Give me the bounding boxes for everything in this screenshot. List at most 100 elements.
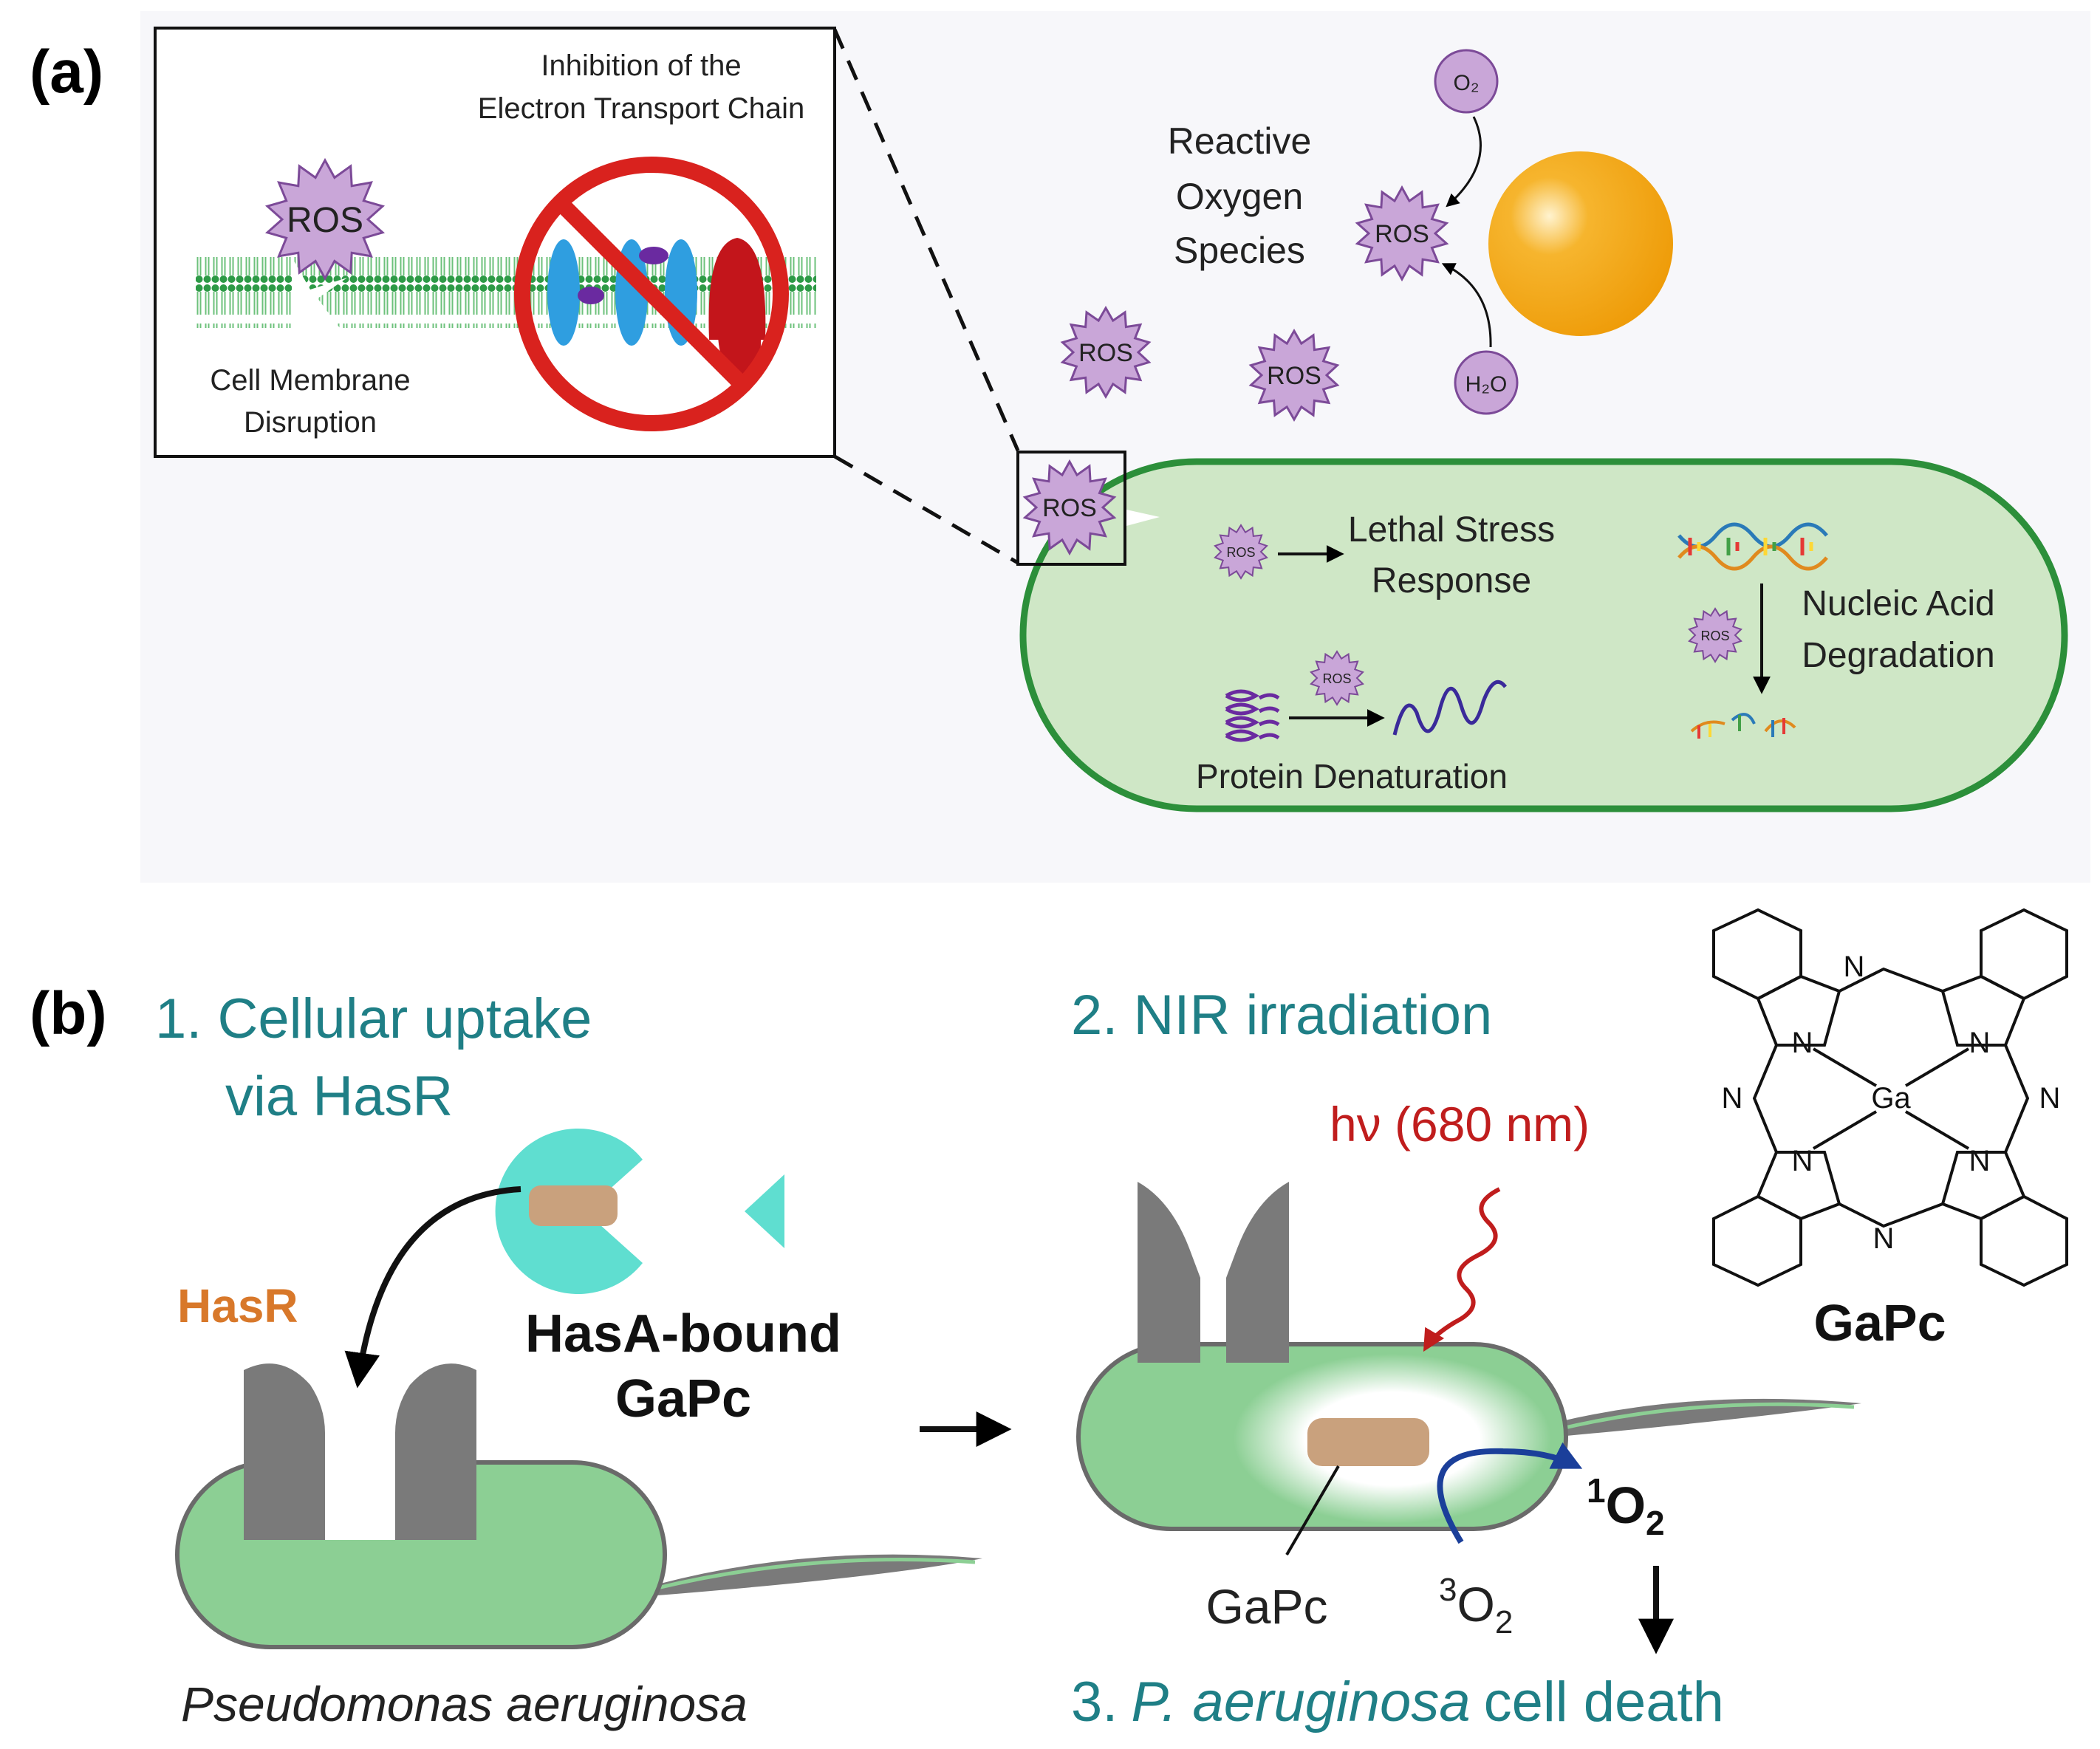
hasr-receptor-right-b [1226, 1182, 1289, 1363]
inset-ros-label: ROS [287, 201, 363, 240]
n-atom-right: N [2039, 1082, 2061, 1115]
n-atom-br: N [1969, 1145, 1991, 1177]
ros-star-generated: ROS [1355, 185, 1449, 282]
membrane-inset: Inhibition of the Electron Transport Cha… [154, 27, 836, 458]
reactive-label-line3: Species [1174, 230, 1305, 271]
hasa-tail [745, 1174, 784, 1248]
pyrrole-tl [1756, 974, 1841, 1047]
aza-bridge-top [1839, 967, 1943, 993]
prohibition-circle-icon [514, 157, 789, 431]
pyrrole-tr [1940, 974, 2026, 1047]
panel-a-label: (a) [30, 38, 103, 106]
ros-star-shape [1355, 185, 1449, 282]
nucleic-label-line2: Degradation [1802, 636, 1995, 675]
n-atom-top: N [1844, 951, 1865, 983]
ros-label-generated: ROS [1375, 220, 1429, 248]
atp-synthase-body [708, 238, 766, 340]
triplet-oxygen: 3O2 [1439, 1572, 1513, 1640]
ros-star-shape [1248, 328, 1340, 422]
species-label: Pseudomonas aeruginosa [181, 1677, 748, 1731]
singlet-oxygen-superscript: 1 [1587, 1471, 1606, 1510]
flagellum-right-highlight [1558, 1402, 1855, 1431]
zoom-line-top [832, 29, 1020, 451]
gapc-in-hasa [529, 1185, 618, 1226]
n-atom-bl: N [1792, 1145, 1813, 1177]
step1-line1: 1. Cellular uptake [155, 988, 592, 1050]
aza-bridge-bottom [1839, 1202, 1943, 1228]
ros-label-protein: ROS [1322, 671, 1351, 686]
pyrrole-bl [1756, 1151, 1841, 1221]
aza-bridge-right [2004, 1044, 2030, 1153]
ros-star-shape [1022, 459, 1117, 556]
dna-helix-icon [1677, 522, 1828, 571]
ga-bond-tl [1812, 1047, 1878, 1087]
singlet-oxygen: 1O2 [1587, 1471, 1665, 1542]
o2-to-ros-arrow [1446, 116, 1482, 208]
ros-label-nucleic: ROS [1700, 629, 1729, 643]
ros-label-stress: ROS [1226, 545, 1255, 560]
n-atom-tl: N [1792, 1027, 1813, 1059]
ros-star-at-membrane: ROS [1022, 459, 1117, 556]
benzene-ring-br [1980, 1194, 2068, 1287]
hv-label: hν (680 nm) [1330, 1097, 1590, 1151]
n-atom-left: N [1722, 1082, 1743, 1115]
hasr-receptor-left-half [244, 1363, 325, 1540]
reactive-label-line1: Reactive [1168, 120, 1312, 162]
electron-carrier-2 [639, 247, 668, 264]
flagellum-left-highlight [657, 1558, 976, 1590]
panel-b-label: (b) [30, 980, 107, 1047]
gapc-atom-labels: Ga N N N N N N N N [1722, 951, 2061, 1255]
triplet-oxygen-superscript: 3 [1439, 1572, 1457, 1608]
lethal-label-line2: Response [1372, 561, 1531, 600]
hasa-bound-line2: GaPc [615, 1369, 751, 1428]
h2o-to-ros-arrow [1441, 263, 1492, 348]
step3-text: cell death [1484, 1671, 1724, 1733]
flagellum-right [1559, 1398, 1861, 1437]
gapc-in-cell [1307, 1418, 1429, 1466]
benzene-ring-tr [1980, 908, 2068, 1001]
step2-label: 2. NIR irradiation [1071, 984, 1492, 1047]
step3-number: 3. [1071, 1671, 1118, 1733]
ros-star-shape [1688, 607, 1742, 663]
ros-star-protein: ROS [1310, 650, 1364, 706]
folded-protein-icon [1225, 689, 1280, 742]
step3-species: P. aeruginosa [1131, 1671, 1470, 1733]
triplet-oxygen-symbol: O [1457, 1577, 1494, 1632]
electron-carrier-1 [578, 287, 604, 304]
hasr-label: HasR [177, 1279, 298, 1332]
inset-title-line1: Inhibition of the [541, 49, 741, 82]
prohibition-slash-icon [554, 196, 749, 391]
gapc-structure-label: GaPc [1814, 1294, 1946, 1352]
ros-star-stress: ROS [1214, 524, 1268, 580]
lethal-label-line1: Lethal Stress [1348, 510, 1555, 550]
protein-label: Protein Denaturation [1196, 757, 1508, 795]
cell-wall-breach [1126, 510, 1160, 526]
zoom-line-bottom [833, 454, 1019, 565]
energy-transfer-arrow [1437, 1442, 1583, 1544]
panel-a: (a) Inhibition of the Electron Transport… [30, 11, 2090, 883]
o2-molecule: O₂ [1434, 49, 1499, 114]
ros-star-shape [264, 157, 386, 281]
gapc-cell-label: GaPc [1205, 1579, 1327, 1634]
ga-atom: Ga [1871, 1082, 1911, 1115]
ros-star-shape [1310, 650, 1364, 706]
pyrrole-br [1940, 1151, 2026, 1221]
zoom-region-box [1016, 451, 1126, 566]
hasr-channel [325, 1448, 395, 1540]
h2o-molecule: H₂O [1454, 350, 1519, 415]
benzene-ring-tl [1712, 908, 1802, 1001]
ros-star-shape [1214, 524, 1268, 580]
singlet-oxygen-symbol: O [1606, 1476, 1646, 1534]
panel-b: (b) 1. Cellular uptake via HasR HasR Has… [30, 908, 2068, 1733]
ros-label-free-2: ROS [1267, 362, 1321, 390]
ga-bond-tr [1904, 1047, 1970, 1087]
benzene-ring-bl [1712, 1194, 1802, 1287]
membrane-label-line1: Cell Membrane [210, 364, 410, 397]
inset-ros-star: ROS [264, 157, 386, 281]
membrane-label-line2: Disruption [244, 406, 377, 439]
ros-star-free-2: ROS [1248, 328, 1340, 422]
triplet-oxygen-subscript: 2 [1495, 1604, 1513, 1640]
step1-line2: via HasR [225, 1065, 453, 1128]
